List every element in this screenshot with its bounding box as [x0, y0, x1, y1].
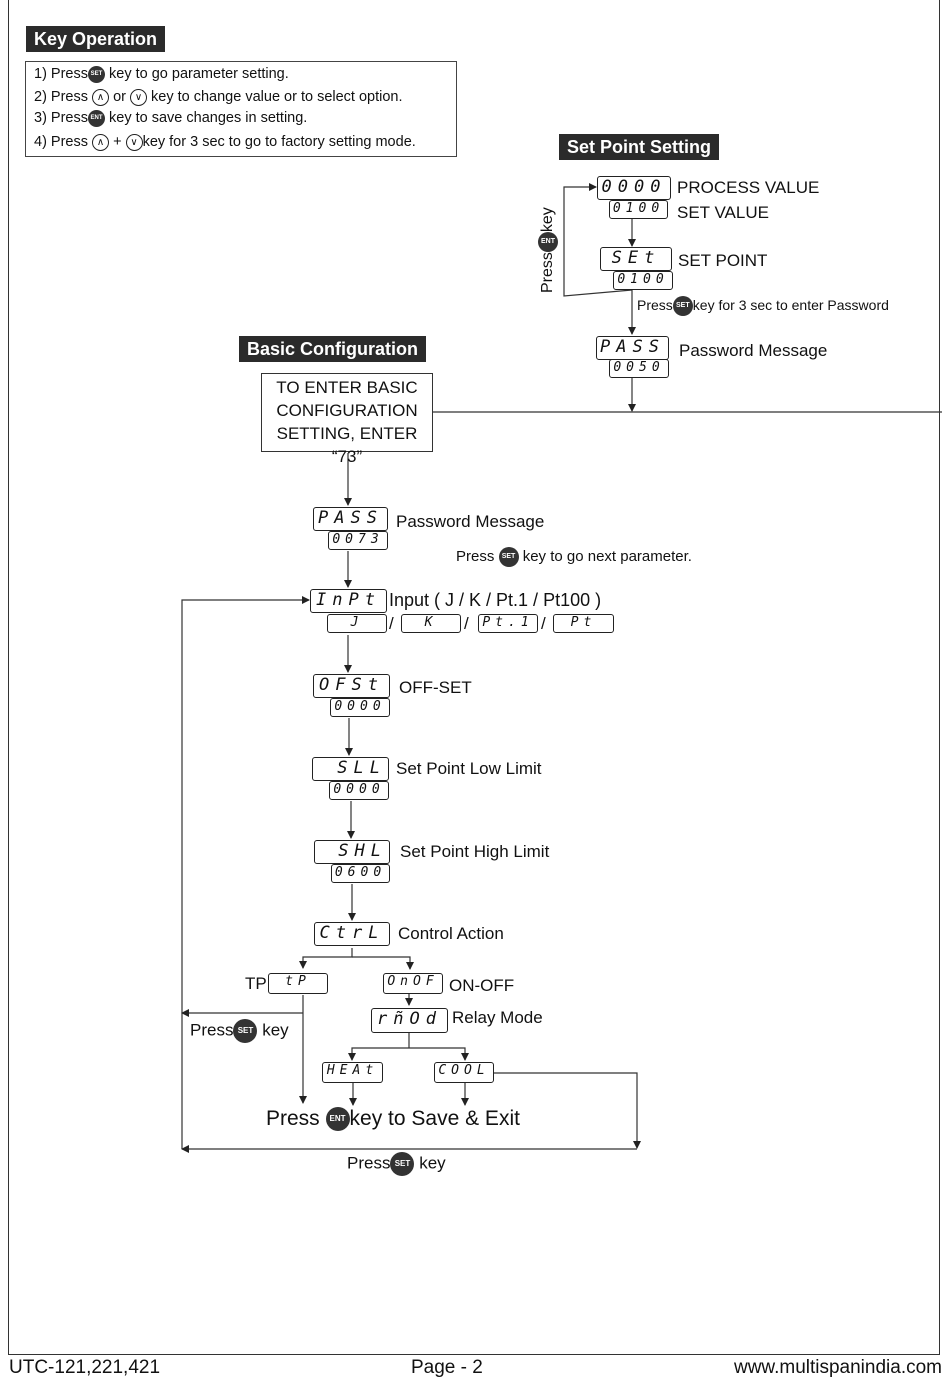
key-op-4-text-a: 4) Press — [34, 134, 88, 150]
hold-text-b: key for 3 sec to enter Password — [692, 297, 889, 313]
cfg-line-1: TO ENTER BASIC — [276, 378, 418, 397]
key-op-2-text-b: or — [113, 89, 126, 105]
heat-display: HEAt — [322, 1062, 383, 1083]
next-parameter-note: Press SET key to go next parameter. — [456, 547, 692, 567]
set-value-display: 0100 — [609, 200, 668, 219]
process-value-label: PROCESS VALUE — [677, 178, 820, 197]
key-op-4-text-c: key for 3 sec to go to factory setting m… — [142, 134, 416, 150]
offset-label: OFF-SET — [399, 678, 472, 697]
password-value-display-sp: 0050 — [609, 359, 669, 378]
set-point-label: SET POINT — [678, 251, 768, 270]
input-display: InPt — [310, 589, 387, 613]
cfg-line-2: CONFIGURATION — [276, 401, 418, 420]
key-operation-title: Key Operation — [26, 26, 166, 52]
ent-key-icon: ENT — [538, 232, 558, 253]
onoff-label: ON-OFF — [449, 976, 515, 995]
sp-low-limit-value-display: 0000 — [329, 781, 389, 800]
key-op-3-text-a: 3) Press — [34, 110, 88, 126]
footer-website[interactable]: www.multispanindia.com — [733, 1357, 942, 1378]
ent-key-icon: ENT — [325, 1107, 350, 1132]
up-arrow-key-icon: ∧ — [92, 88, 110, 106]
set-key-icon: SET — [88, 65, 105, 83]
press-ent-key-vertical-note: PressENTkey — [538, 207, 558, 293]
password-message-label: Password Message — [396, 512, 545, 531]
ent-key-icon: ENT — [88, 109, 105, 127]
control-action-display: CtrL — [314, 922, 390, 946]
bottom-text-b: key — [419, 1153, 446, 1173]
set-value-label: SET VALUE — [677, 203, 769, 222]
onoff-display: OnOF — [383, 973, 443, 994]
sp-high-limit-label: Set Point High Limit — [400, 842, 550, 861]
page-frame — [8, 0, 940, 1355]
down-arrow-key-icon: ∨ — [130, 88, 147, 106]
tp-display: tP — [268, 973, 328, 994]
input-option-k: K — [401, 614, 461, 633]
offset-value-display: 0000 — [330, 698, 390, 717]
press-ent-text-a: Press — [539, 252, 557, 293]
next-text-a: Press — [456, 547, 495, 565]
hold-text-a: Press — [637, 297, 673, 313]
set-key-icon: SET — [672, 296, 693, 317]
footer-page: Page - 2 — [411, 1357, 483, 1378]
set-key-icon: SET — [498, 547, 519, 567]
tp-label: TP — [245, 974, 267, 993]
input-option-j: J — [327, 614, 387, 633]
save-text-b: key to Save & Exit — [349, 1107, 520, 1130]
key-op-2-text-c: key to change value or to select option. — [147, 89, 403, 105]
tp-press-text-b: key — [262, 1020, 289, 1040]
key-op-line-4: 4) Press ∧ + ∨key for 3 sec to go to fac… — [34, 132, 416, 152]
set-point-value-display: 0100 — [613, 271, 673, 290]
password-message-label-sp: Password Message — [679, 341, 828, 360]
key-op-1-text-b: key to go parameter setting. — [105, 66, 289, 82]
footer-model: UTC-121,221,421 — [9, 1357, 161, 1378]
cool-display: COOL — [434, 1062, 494, 1083]
key-op-3-text-b: key to save changes in setting. — [109, 110, 308, 126]
slash-1: / — [389, 614, 394, 633]
up-arrow-key-icon: ∧ — [92, 133, 110, 151]
cfg-line-3: SETTING, ENTER “73” — [276, 424, 418, 466]
input-option-pt1: Pt.1 — [478, 614, 538, 633]
relay-mode-label: Relay Mode — [452, 1008, 543, 1027]
sp-high-limit-value-display: 0600 — [331, 864, 390, 883]
control-action-label: Control Action — [398, 924, 504, 943]
offset-display: OFSt — [313, 674, 390, 698]
input-label: Input ( J / K / Pt.1 / Pt100 ) — [389, 590, 602, 610]
set-point-title: Set Point Setting — [559, 134, 719, 160]
down-arrow-key-icon: ∨ — [125, 133, 143, 151]
key-op-1-text-a: 1) Press — [34, 66, 88, 82]
sp-low-limit-display: SLL — [312, 757, 389, 781]
slash-3: / — [541, 614, 546, 633]
tp-press-text-a: Press — [190, 1020, 234, 1040]
basic-config-instruction-box: TO ENTER BASIC CONFIGURATION SETTING, EN… — [261, 373, 433, 466]
password-value-display: 0073 — [328, 531, 388, 550]
bottom-text-a: Press — [347, 1153, 391, 1173]
set-point-display: SEt — [600, 247, 672, 271]
basic-config-title: Basic Configuration — [239, 336, 427, 362]
save-text-a: Press — [266, 1107, 320, 1130]
press-ent-text-b: key — [539, 207, 557, 233]
process-value-display: 0000 — [597, 176, 671, 200]
set-key-icon: SET — [390, 1152, 415, 1176]
password-display: PASS — [313, 507, 388, 531]
input-option-pt100: Pt — [553, 614, 614, 633]
password-display-sp: PASS — [596, 336, 669, 360]
slash-2: / — [464, 614, 469, 633]
sp-high-limit-display: SHL — [314, 840, 390, 864]
set-key-icon: SET — [233, 1019, 258, 1043]
sp-low-limit-label: Set Point Low Limit — [396, 759, 542, 778]
relay-mode-display: rñOd — [371, 1008, 448, 1033]
next-text-b: key to go next parameter. — [522, 547, 692, 565]
key-op-line-2: 2) Press ∧ or ∨ key to change value or t… — [34, 87, 403, 107]
key-op-2-text-a: 2) Press — [34, 89, 88, 105]
key-op-4-text-b: + — [113, 134, 122, 150]
